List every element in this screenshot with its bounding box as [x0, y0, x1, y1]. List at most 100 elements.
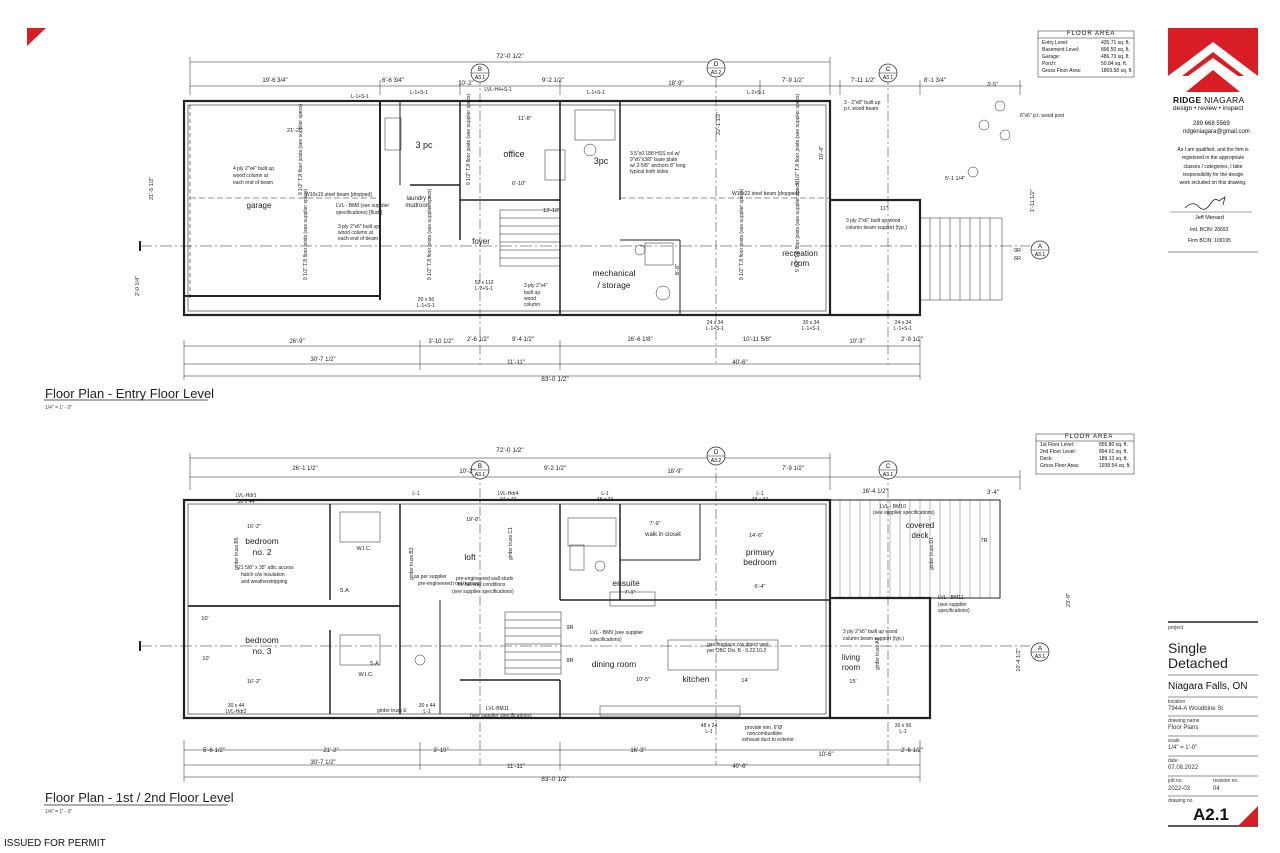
firm-statement-line: responsibility for the design — [1182, 171, 1244, 178]
room-walk-in-closet: walk in closet — [644, 532, 681, 538]
top-dimension: 3'-4" — [987, 490, 999, 496]
room-loft: loft — [464, 552, 476, 562]
plan-note: girder truss E — [377, 708, 407, 714]
misc-dim: 14' — [741, 678, 748, 684]
lintel-label: L-1 — [601, 491, 608, 497]
room-living: living — [842, 653, 860, 662]
lintel-label: L-1 — [756, 491, 763, 497]
room-bedroom-2b: no. 2 — [253, 547, 272, 557]
section-marker-upper-b-id: B — [478, 464, 482, 470]
plan-note: 3 - 2"x8" built up — [844, 100, 881, 106]
top-dimension: 7'-9 1/2" — [782, 466, 804, 472]
section-marker-entry-c-sheet: A3.1 — [883, 75, 894, 81]
lintel-label: L-1+S-1 — [706, 326, 724, 332]
lintel-label: L-1+S-1 — [802, 326, 820, 332]
section-marker-upper-b-sheet: A3.1 — [475, 472, 486, 478]
misc-dim: 19'-8" — [466, 517, 480, 523]
misc-dim: 7'-9" — [650, 521, 661, 527]
lintel-label: 24 x 34 — [707, 320, 724, 326]
firm-bcin: Firm BCIN: 109195 — [1188, 238, 1231, 244]
floor-area-label: Garage: — [1042, 54, 1061, 60]
floor-area-label: 1st Floor Level: — [1040, 442, 1075, 448]
top-dimension: 9'-2 1/2" — [542, 78, 564, 84]
floor-area-label: 2nd Floor Level: — [1040, 449, 1076, 455]
bottom-dimension: 40'-6" — [732, 360, 747, 366]
plan-note: (see supplier specifications) — [452, 589, 514, 595]
plan-note: for tall wall conditions — [458, 582, 506, 588]
misc-dim: 21'-5 1/2" — [149, 177, 155, 200]
misc-dim: 8'-8" — [675, 264, 681, 275]
truss-label: girder truss D1 — [929, 537, 935, 570]
plan-note: w/ 2-5/8" anchors 8" long — [630, 163, 686, 169]
misc-dim: 2'-0 1/4" — [135, 276, 141, 296]
plan-note: provide min. 6"Ø — [745, 725, 782, 731]
misc-dim: 10'-4" — [819, 146, 825, 160]
plan-note: specifications) — [938, 608, 970, 614]
floor-area-value: 855.80 sq. ft. — [1099, 442, 1128, 448]
riser-count: 6R — [1014, 256, 1021, 262]
misc-dim: W.I.C. — [357, 546, 372, 552]
riser-count: 9R — [1014, 248, 1021, 254]
bottom-dimension: 11'-11" — [507, 360, 525, 366]
section-marker-upper-c-id: C — [886, 464, 891, 470]
plan-note: LVL - BM10 — [880, 504, 906, 510]
bottom-dimension: 10'-6" — [818, 752, 833, 758]
scale-label: scale — [1168, 738, 1180, 744]
ridge-niagara-logo — [1168, 28, 1258, 92]
bottom-dimension: 9'-4 1/2" — [512, 337, 534, 343]
room-3pc-2: 3pc — [594, 156, 609, 166]
section-marker-upper-a-sheet: A3.1 — [1035, 654, 1046, 660]
bottom-dimension: 10'-11 5/8" — [743, 337, 771, 343]
bottom-dimension: 16'-6 1/8" — [627, 337, 652, 343]
plan-note: built up — [524, 290, 540, 296]
plan-note: hatch c/w insulation — [241, 572, 285, 578]
room-storage: / storage — [597, 280, 630, 290]
plan-note: 3 ply 2"x6" built up wood — [843, 629, 898, 635]
plan-note: p.t. wood beam — [844, 106, 878, 112]
plan-note: typical both sides — [630, 169, 669, 175]
plan-upper-drawing — [139, 453, 1030, 782]
top-dimension: 9'-2 1/2" — [544, 466, 566, 472]
top-dimension: 18'-9" — [667, 469, 682, 475]
floor-area-value: 1938.54 sq. ft. — [1099, 463, 1131, 469]
plan-note: noncombustible — [747, 731, 782, 737]
firm-tagline: design • review • inspect — [1173, 105, 1244, 112]
lintel-label: 24 x 44 — [500, 497, 517, 503]
lintel-label: LVL-Hdr1 — [235, 493, 256, 499]
date-value: 07.08.2022 — [1168, 765, 1199, 771]
lintel-label: 48 x 24 — [701, 723, 718, 729]
lintel-label: 48 x 44 — [752, 497, 769, 503]
plan-note: 3 ply 2"x6" built up — [338, 224, 379, 230]
top-dimension: 8'-1 3/4" — [924, 78, 946, 84]
misc-dim: 1'-11 1/2" — [1030, 189, 1036, 212]
plan-note: wood column at — [233, 173, 269, 179]
misc-dim: 15' — [849, 679, 856, 685]
floor-area-label: Gross Floor Area: — [1040, 463, 1080, 469]
project-city: Niagara Falls, ON — [1168, 681, 1248, 692]
bottom-dimension: 11'-11" — [507, 764, 525, 770]
firm-email: ridgeniagara@gmail.com — [1183, 129, 1250, 135]
misc-dim: 3'-5" — [987, 82, 998, 88]
lintel-label: 30 x 56 — [895, 723, 912, 729]
overall-dim-bottom: 83'-0 1/2" — [541, 376, 569, 383]
firm-statement-line: As I am qualified, and the firm is — [1177, 147, 1249, 153]
room-mudroom: mudroom — [405, 203, 430, 209]
plan-note: 3 ply 2"x4" — [524, 283, 548, 289]
misc-dim: 11" — [880, 206, 888, 212]
lintel-label: LVL-Hdr4 — [497, 491, 518, 497]
plan-note: W10x15 steel beam [dropped] — [305, 192, 372, 198]
floor-area-value: 50.84 sq. ft. — [1101, 61, 1128, 67]
plan-note: column beam support (typ.) — [843, 636, 904, 642]
truss-label: girder truss C1 — [508, 527, 514, 560]
joist-note: 9 1/2" TJI floor joists (see supplier sp… — [303, 189, 309, 280]
plan-entry-title: Floor Plan - Entry Floor Level — [45, 386, 215, 401]
lintel-label: L-1+S-1 — [587, 90, 605, 96]
revision-label: revision no. — [1213, 778, 1239, 784]
floor-area-label: Entry Level: — [1042, 40, 1069, 46]
plan-note: specifications) — [590, 637, 622, 643]
bottom-dimension: 2'-9 1/2" — [901, 337, 923, 343]
plan-note: pre-engineered wall studs — [456, 576, 514, 582]
lintel-label: L-2+S-1 — [475, 286, 493, 292]
bottom-dimension: 3'-10 1/2" — [428, 339, 453, 345]
